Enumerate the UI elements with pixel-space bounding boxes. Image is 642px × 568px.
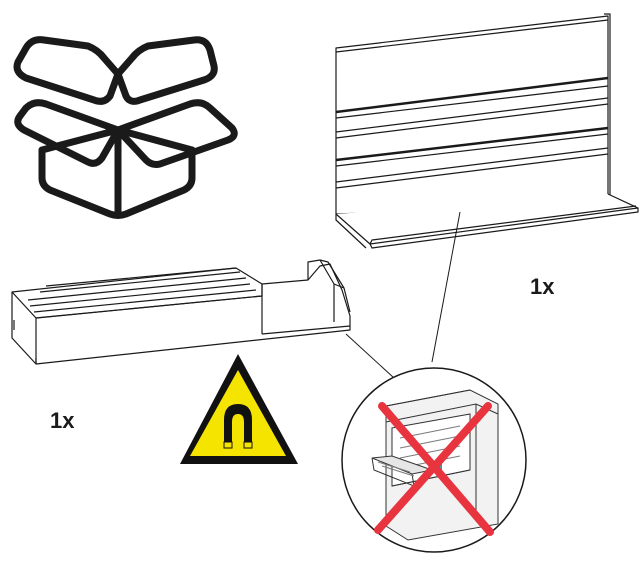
magnetic-tray-quantity: 1x — [50, 408, 75, 433]
magnet-warning-icon — [180, 354, 298, 464]
no-dishwasher-icon — [341, 367, 527, 553]
leader-lines — [345, 211, 461, 379]
open-box-icon — [13, 36, 238, 219]
magnetic-tray-illustration — [11, 259, 351, 365]
shelf-panel-quantity: 1x — [530, 274, 555, 299]
shelf-panel-illustration — [335, 13, 639, 249]
